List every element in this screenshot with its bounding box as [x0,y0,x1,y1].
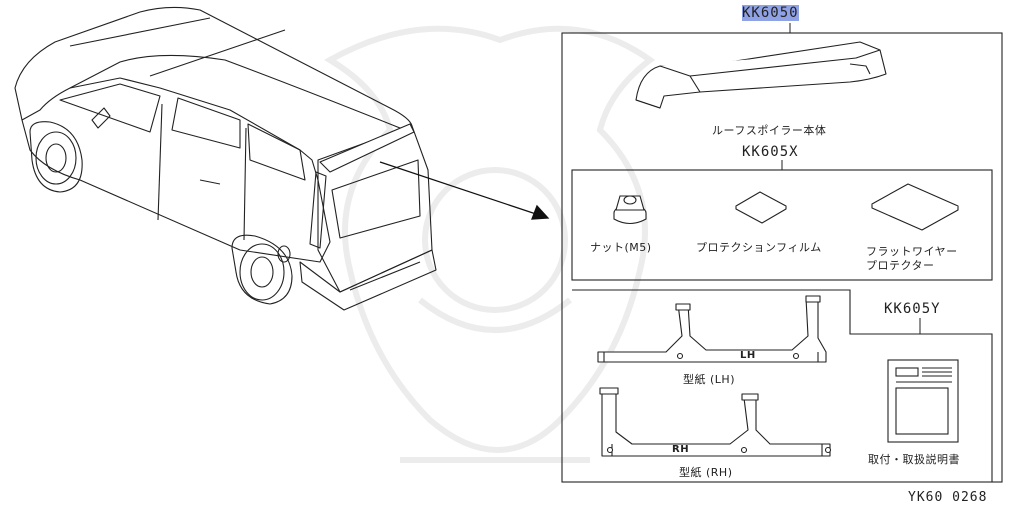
front-hub [45,143,67,173]
assembly-part-number[interactable]: KK6050 [742,5,799,21]
tail-lamp [309,171,327,249]
rear-glass [331,159,421,239]
protection-film-drawing [735,191,787,224]
slide-window [171,97,241,149]
roof-rail-left [69,17,211,47]
template-lh-label: 型紙 (LH) [683,373,735,386]
kit-x-part-number[interactable]: KK605X [742,144,799,160]
roof-outline [14,6,413,129]
door-line-a [157,103,163,221]
template-rh-mark: RH [672,444,690,455]
vehicle-illustration [14,6,437,311]
front-wheel [35,131,77,185]
roof-rail-right [149,29,286,77]
license-recess [349,261,421,291]
diagram-reference-id: YK60 0268 [908,490,988,505]
nut-m5-label: ナット(M5) [590,241,652,254]
nut-m5-drawing [613,195,647,225]
front-wheel-arch [29,121,83,193]
installation-manual-label: 取付・取扱説明書 [868,453,960,466]
installation-manual-drawing [887,359,959,443]
flat-wire-protector-drawing [871,183,959,231]
pointer-arrow [379,161,550,220]
template-rh-label: 型紙 (RH) [679,466,733,479]
door-line-b [243,127,247,241]
rear-bumper [299,249,437,311]
protection-film-label: プロテクションフィルム [696,241,822,254]
kit-y-frame [572,289,993,483]
template-lh-mark: LH [740,350,756,361]
fuel-cap [277,245,291,263]
door-handle [199,179,221,185]
side-body [21,77,331,263]
template-rh-drawing [599,387,832,457]
template-lh-drawing [597,295,827,363]
rear-quarter-window [247,123,306,181]
roof-spoiler-body [635,41,887,109]
rear-wheel-arch [231,234,293,305]
roof-spoiler-label: ルーフスポイラー本体 [712,124,827,137]
front-window [59,83,161,133]
flat-wire-protector-label-line2: プロテクター [866,259,935,272]
flat-wire-protector-label-line1: フラットワイヤー [866,245,958,258]
rear-wheel [239,243,285,301]
side-mirror [91,107,111,129]
kit-y-part-number[interactable]: KK605Y [884,301,941,317]
spoiler-on-vehicle [319,123,415,173]
rear-hub [250,256,274,288]
